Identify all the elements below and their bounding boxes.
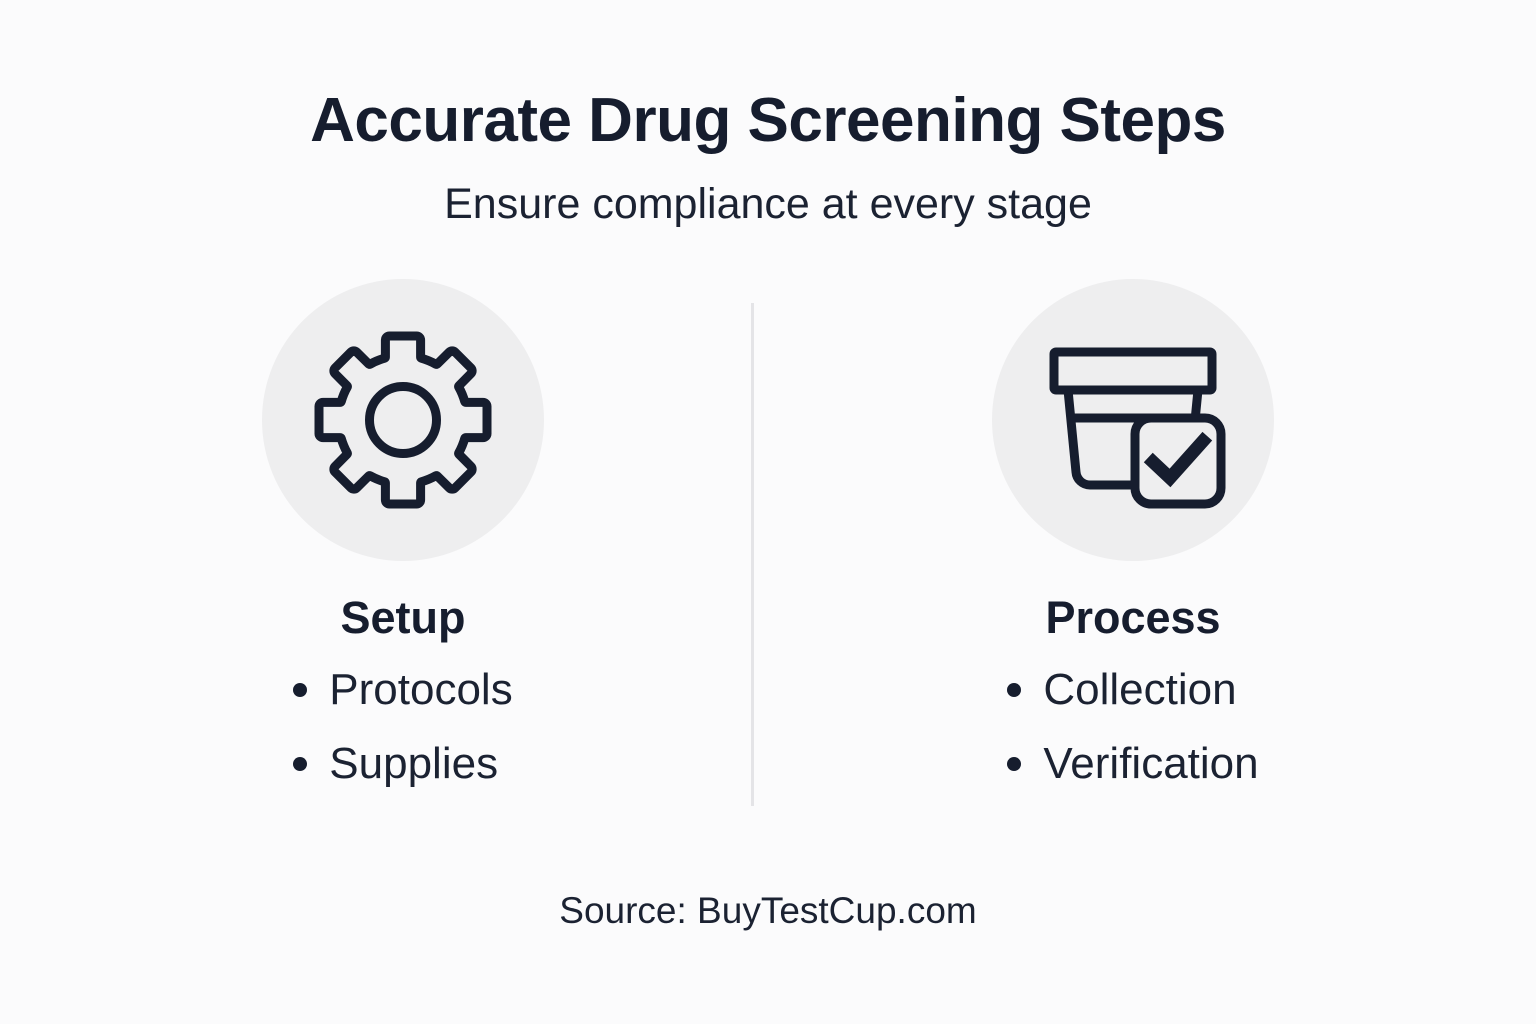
list-item-label: Verification (1043, 739, 1259, 789)
bullet-dot-icon (293, 757, 308, 772)
bullet-list-process: Collection Verification (1007, 665, 1259, 789)
list-item-label: Collection (1043, 665, 1237, 715)
list-item: Verification (1007, 739, 1259, 789)
bullet-dot-icon (1007, 757, 1022, 772)
column-divider (751, 302, 754, 806)
list-item-label: Protocols (329, 665, 513, 715)
page-subtitle: Ensure compliance at every stage (444, 179, 1092, 228)
column-setup: Setup Protocols Supplies (188, 278, 618, 787)
column-heading-process: Process (1045, 591, 1221, 643)
list-item-label: Supplies (329, 739, 499, 789)
page-title: Accurate Drug Screening Steps (310, 86, 1226, 155)
list-item: Collection (1007, 665, 1237, 715)
bullet-list-setup: Protocols Supplies (293, 665, 513, 786)
column-process: Process Collection Verification (918, 278, 1348, 789)
specimen-cup-check-icon-badge (992, 278, 1274, 561)
list-item: Protocols (293, 665, 513, 715)
bullet-dot-icon (1007, 683, 1022, 698)
source-attribution: Source: BuyTestCup.com (559, 890, 977, 931)
column-heading-setup: Setup (340, 591, 466, 643)
gear-icon (303, 320, 503, 520)
columns-container: Setup Protocols Supplies (0, 278, 1536, 806)
header: Accurate Drug Screening Steps Ensure com… (0, 0, 1536, 231)
list-item: Supplies (293, 742, 498, 786)
bullet-dot-icon (293, 683, 308, 698)
specimen-cup-check-icon (1033, 320, 1233, 520)
gear-icon-badge (262, 278, 544, 561)
